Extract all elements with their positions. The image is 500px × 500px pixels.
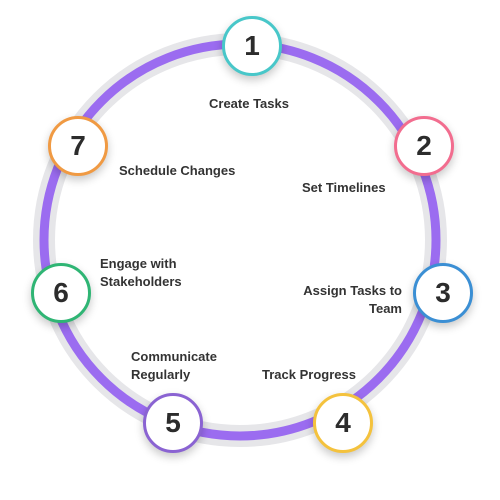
step-4-label: Track Progress bbox=[262, 366, 356, 384]
step-1-label-line: Create Tasks bbox=[209, 96, 289, 111]
step-6-node: 6 bbox=[31, 263, 91, 323]
step-4-node: 4 bbox=[313, 393, 373, 453]
step-6-number: 6 bbox=[53, 277, 69, 308]
step-7-label-line: Schedule Changes bbox=[119, 163, 236, 178]
step-5-node: 5 bbox=[143, 393, 203, 453]
step-1-label: Create Tasks bbox=[209, 95, 289, 113]
step-6-label-line-2: Stakeholders bbox=[100, 274, 182, 289]
step-4-number: 4 bbox=[335, 407, 351, 438]
step-4-label-line: Track Progress bbox=[262, 367, 356, 382]
step-5-label: Communicate Regularly bbox=[131, 348, 217, 384]
step-2-number: 2 bbox=[416, 130, 432, 161]
step-7-number: 7 bbox=[70, 130, 86, 161]
step-1-node: 1 bbox=[222, 16, 282, 76]
step-3-label-line-2: Team bbox=[369, 301, 402, 316]
step-3-node: 3 bbox=[413, 263, 473, 323]
step-2-label-line: Set Timelines bbox=[302, 180, 386, 195]
step-2-node: 2 bbox=[394, 116, 454, 176]
step-7-label: Schedule Changes bbox=[119, 162, 235, 180]
step-6-label-line-1: Engage with bbox=[100, 256, 177, 271]
step-6-label: Engage with Stakeholders bbox=[100, 255, 182, 291]
step-1-number: 1 bbox=[244, 30, 260, 61]
step-3-number: 3 bbox=[435, 277, 451, 308]
step-2-label: Set Timelines bbox=[302, 179, 386, 197]
step-5-number: 5 bbox=[165, 407, 181, 438]
step-5-label-line-1: Communicate bbox=[131, 349, 217, 364]
step-5-label-line-2: Regularly bbox=[131, 367, 191, 382]
step-3-label-line-1: Assign Tasks to bbox=[303, 283, 402, 298]
step-3-label: Assign Tasks to Team bbox=[285, 282, 402, 318]
step-7-node: 7 bbox=[48, 116, 108, 176]
